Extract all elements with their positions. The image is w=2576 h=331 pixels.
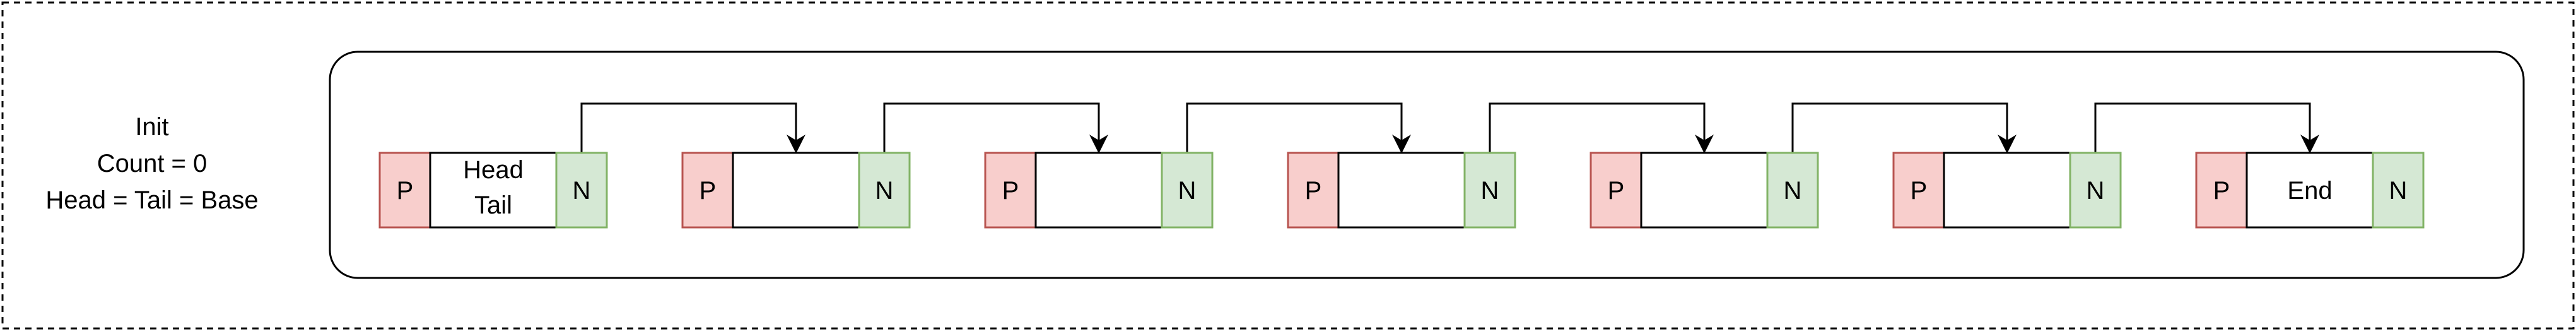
next-link-arrow [1489,102,1714,153]
node-value-box [429,152,558,229]
node-value-label: Head [463,156,524,184]
next-link-arrow [1186,102,1411,153]
next-pointer-box [1463,152,1516,229]
next-pointer-box [1766,152,1819,229]
prev-pointer-label: P [700,177,717,205]
next-pointer-label: N [573,177,591,205]
next-link-arrow [883,102,1108,153]
node-value-box [1337,152,1466,229]
next-pointer-box [555,152,608,229]
prev-pointer-label: P [1002,177,1019,205]
next-pointer-box [1161,152,1214,229]
init-label-title: Init [135,113,168,141]
prev-pointer-box [1287,152,1340,229]
prev-pointer-box [378,152,431,229]
prev-pointer-label: P [1608,177,1625,205]
prev-pointer-label: P [1911,177,1928,205]
prev-pointer-label: P [1305,177,1322,205]
prev-pointer-box [681,152,734,229]
links-layer [580,102,2319,153]
prev-pointer-label: P [2213,177,2230,205]
prev-pointer-box [1892,152,1945,229]
node-value-box [732,152,860,229]
node-value-label: Tail [474,191,512,219]
next-link-arrow [580,102,805,153]
next-pointer-label: N [1481,177,1499,205]
node-value-label: End [2287,177,2332,205]
next-pointer-label: N [2087,177,2105,205]
next-pointer-label: N [1178,177,1197,205]
init-label-count: Count = 0 [97,150,208,178]
next-pointer-box [2372,152,2425,229]
next-pointer-label: N [2389,177,2408,205]
next-link-arrow [2094,102,2319,153]
node-value-box [1640,152,1769,229]
init-label-head-tail: Head = Tail = Base [45,186,258,214]
next-pointer-label: N [875,177,894,205]
prev-pointer-label: P [397,177,414,205]
prev-pointer-box [1590,152,1642,229]
next-pointer-label: N [1784,177,1802,205]
node-value-box [1034,152,1163,229]
next-link-arrow [1791,102,2017,153]
next-pointer-box [2069,152,2122,229]
next-pointer-box [858,152,911,229]
node-value-box [1943,152,2071,229]
list-node: P End N [2195,152,2425,229]
